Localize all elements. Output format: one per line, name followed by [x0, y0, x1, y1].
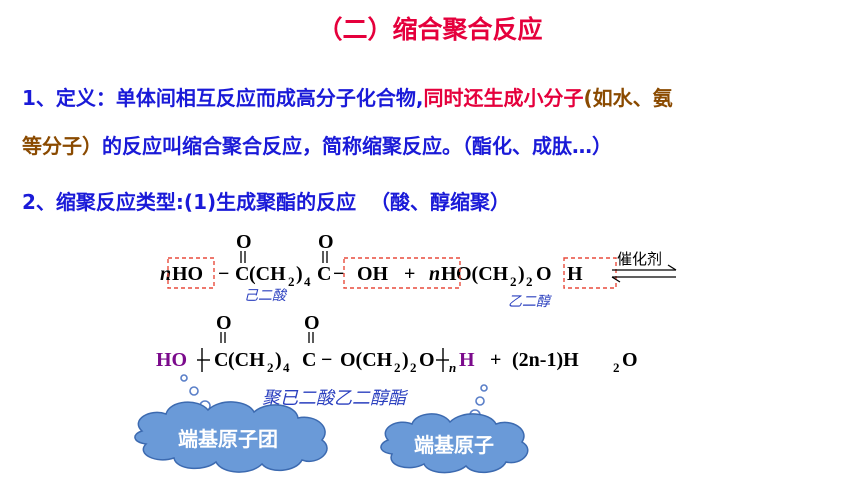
types-prefix: 2、缩聚反应类型:	[22, 190, 184, 214]
ho-group: HO	[172, 263, 203, 285]
ch2-chain: (CH	[249, 263, 286, 285]
bond-dash-2: −	[333, 263, 344, 285]
polymer-name: 聚已二酸乙二醇酯	[262, 388, 409, 408]
label-adipic-acid: 己二酸	[244, 287, 288, 303]
definition-prefix: 1、定义：单体间相互反应而成高分子化合物,	[22, 86, 424, 110]
subscript-2e: 2	[394, 360, 401, 375]
definition-paren: (	[583, 86, 593, 110]
carbon-1: C	[235, 263, 249, 285]
types-line: 2、缩聚反应类型:(1)生成聚酯的反应 （酸、醇缩聚）	[22, 186, 510, 215]
carbon-3: C	[214, 349, 228, 371]
subscript-n: n	[449, 360, 456, 375]
definition-example: 如水、氨	[592, 86, 673, 110]
bond-dash-3: −	[321, 349, 332, 371]
coefficient-n-2: n	[429, 263, 440, 285]
ch2-chain-2: (CH	[228, 349, 265, 371]
subscript-2: 2	[288, 274, 295, 289]
water-o: O	[622, 349, 638, 371]
h-atom: H	[441, 263, 457, 285]
chain-close: )	[296, 263, 303, 285]
carbonyl-o-4: O	[304, 312, 320, 334]
chain-close-2: )	[518, 263, 525, 285]
chain-close-3: )	[275, 349, 282, 371]
o-ch2-chain: O(CH	[456, 263, 509, 285]
subscript-2b: 2	[510, 274, 517, 289]
definition-line-1: 1、定义：单体间相互反应而成高分子化合物,同时还生成小分子(如水、氨	[22, 82, 673, 111]
definition-text: 的反应叫缩合聚合反应，简称缩聚反应。（酯化、成肽…）	[102, 134, 612, 158]
carbon-4: C	[302, 349, 316, 371]
end-group-ho: HO	[156, 349, 187, 371]
subscript-2f: 2	[410, 360, 417, 375]
definition-line-2: 等分子）的反应叫缩合聚合反应，简称缩聚反应。（酯化、成肽…）	[22, 130, 612, 159]
o-atom-2: O	[419, 349, 435, 371]
water-subscript: 2	[613, 360, 620, 375]
oh-group: OH	[357, 263, 389, 285]
dashed-box-oh-h	[343, 257, 461, 289]
types-item: (1)生成聚酯的反应	[183, 190, 357, 214]
subscript-2c: 2	[526, 274, 533, 289]
water-term: (2n-1)H	[512, 349, 579, 371]
chain-close-4: )	[402, 349, 409, 371]
subscript-4b: 4	[283, 360, 290, 375]
definition-example-cont: 等分子）	[22, 134, 102, 158]
subscript-2d: 2	[267, 360, 274, 375]
o-atom: O	[536, 263, 552, 285]
cloud-end-group-2: 端基原子	[380, 413, 529, 474]
equilibrium-arrow	[611, 264, 677, 283]
coefficient-n-1: n	[160, 263, 171, 285]
dashed-box-ho	[167, 257, 215, 289]
definition-highlight: 同时还生成小分子	[423, 86, 584, 110]
plus-sign-1: +	[404, 263, 415, 285]
carbon-2: C	[317, 263, 331, 285]
types-note: （酸、醇缩聚）	[370, 190, 511, 214]
subscript-4: 4	[304, 274, 311, 289]
catalyst-label: 催化剂	[617, 251, 662, 268]
carbonyl-o-2: O	[318, 231, 334, 253]
end-group-h: H	[459, 349, 475, 371]
page-title: （二）缩合聚合反应	[317, 15, 543, 44]
carbonyl-o-1: O	[236, 231, 252, 253]
label-ethylene-glycol: 乙二醇	[508, 293, 552, 309]
dashed-box-h	[563, 257, 617, 289]
plus-sign-2: +	[490, 349, 501, 371]
bond-dash-1: −	[218, 263, 229, 285]
o-ch2-chain-2: O(CH	[340, 349, 393, 371]
h-atom-2: H	[567, 263, 583, 285]
cloud-end-group-1: 端基原子团	[134, 401, 328, 473]
cloud-label-2: 端基原子	[414, 434, 494, 457]
cloud-label-1: 端基原子团	[178, 428, 278, 451]
carbonyl-o-3: O	[216, 312, 232, 334]
